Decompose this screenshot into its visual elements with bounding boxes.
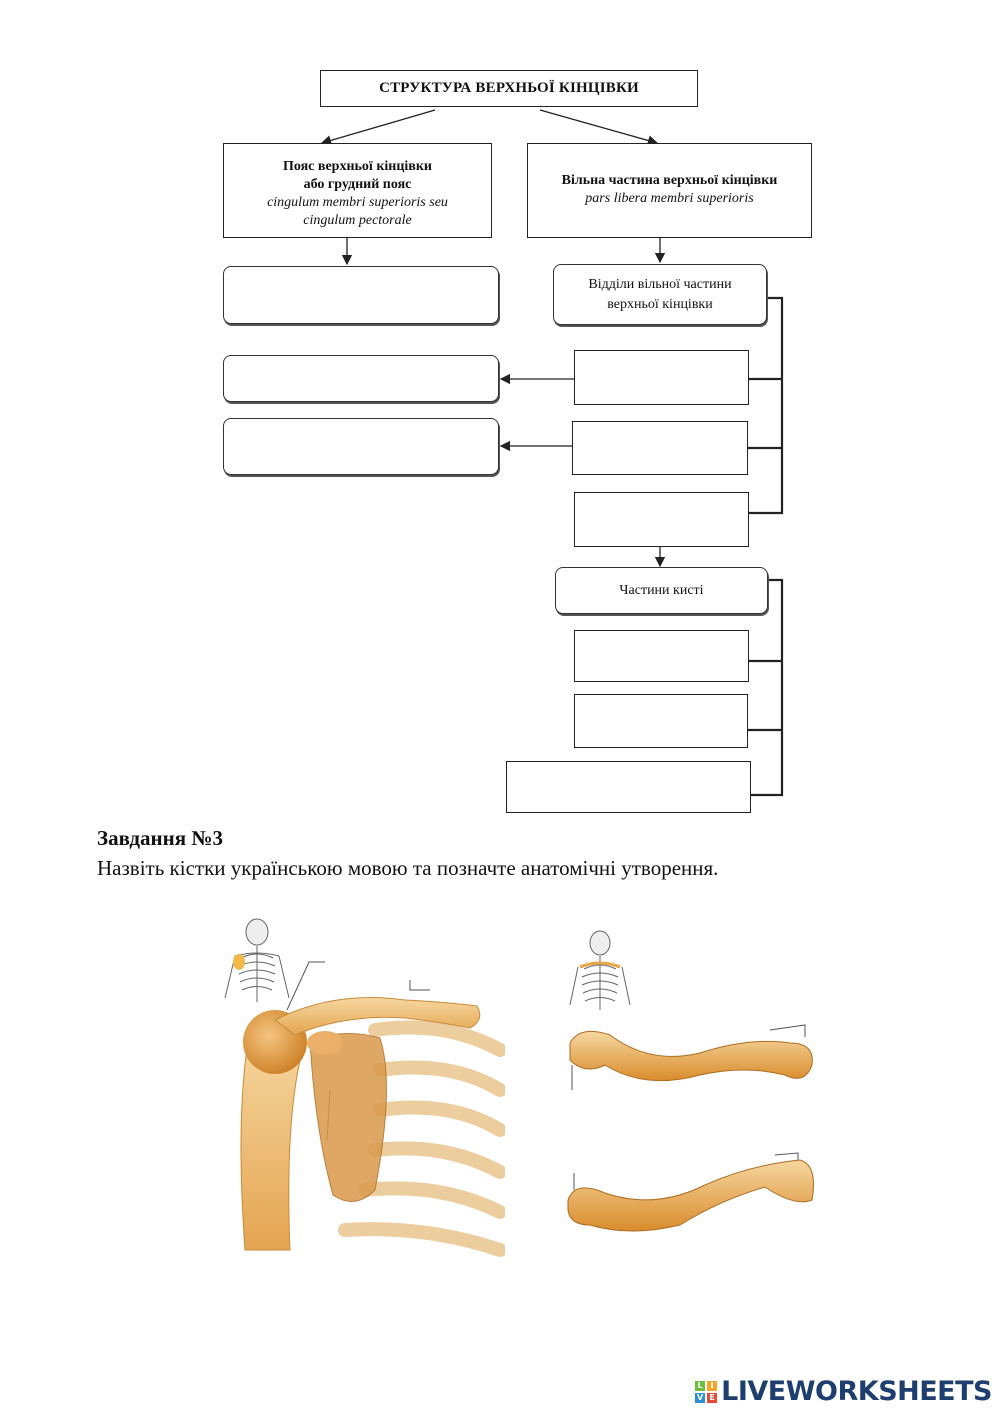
sections-label-line1: Відділи вільної частини xyxy=(588,276,732,292)
clavicle-leader-lines xyxy=(571,1024,806,1190)
answer-box-section-2[interactable] xyxy=(572,421,748,475)
bracket-sections xyxy=(749,296,784,515)
liveworksheets-logo: L I V E LIVEWORKSHEETS xyxy=(695,1376,992,1407)
skeleton-thumbnail-icon-2 xyxy=(569,930,631,1010)
diagram-title: СТРУКТУРА ВЕРХНЬОЇ КІНЦІВКИ xyxy=(379,80,639,96)
answer-box-girdle-bone-2[interactable] xyxy=(223,418,499,475)
shoulder-girdle-illustration xyxy=(224,918,505,1257)
free-part-latin: pars libera membri superioris xyxy=(585,191,754,206)
answer-box-section-3[interactable] xyxy=(574,492,749,547)
task-instruction: Назвіть кістки українською мовою та позн… xyxy=(97,856,719,880)
girdle-latin-line1: cingulum membri superioris seu xyxy=(267,195,448,210)
task-title: Завдання №3 xyxy=(97,826,223,850)
clavicle-illustration xyxy=(567,930,814,1232)
free-part-title: Вільна частина верхньої кінцівки xyxy=(561,173,778,188)
logo-text: LIVEWORKSHEETS xyxy=(721,1376,992,1407)
girdle-latin-line2: cingulum pectorale xyxy=(303,213,412,228)
girdle-title-line2: або грудний пояс xyxy=(303,177,412,192)
arrow-title-right xyxy=(539,109,659,146)
girdle-title-line1: Пояс верхньої кінцівки xyxy=(282,159,432,174)
girdle-box: Пояс верхньої кінцівки або грудний пояс … xyxy=(223,143,492,238)
answer-box-girdle-bone-1[interactable] xyxy=(223,355,499,402)
arrow-title-left xyxy=(320,109,436,146)
hand-parts-label: Частини кисті xyxy=(619,582,704,598)
sections-label-line2: верхньої кінцівки xyxy=(607,296,713,312)
logo-mark-icon: L I V E xyxy=(695,1380,718,1403)
hand-parts-box: Частини кисті xyxy=(555,567,768,614)
answer-box-girdle-bones[interactable] xyxy=(223,266,499,324)
diagram-title-box: СТРУКТУРА ВЕРХНЬОЇ КІНЦІВКИ xyxy=(320,70,698,107)
clavicle-top-view xyxy=(569,1030,813,1082)
answer-box-hand-3[interactable] xyxy=(506,761,751,813)
answer-box-hand-1[interactable] xyxy=(574,630,749,682)
answer-box-section-1[interactable] xyxy=(574,350,749,405)
skeleton-thumbnail-icon xyxy=(224,918,290,1002)
free-part-sections-box: Відділи вільної частини верхньої кінцівк… xyxy=(553,264,767,325)
answer-box-hand-2[interactable] xyxy=(574,694,748,748)
clavicle-bottom-view xyxy=(567,1159,814,1232)
free-part-box: Вільна частина верхньої кінцівки pars li… xyxy=(527,143,812,238)
